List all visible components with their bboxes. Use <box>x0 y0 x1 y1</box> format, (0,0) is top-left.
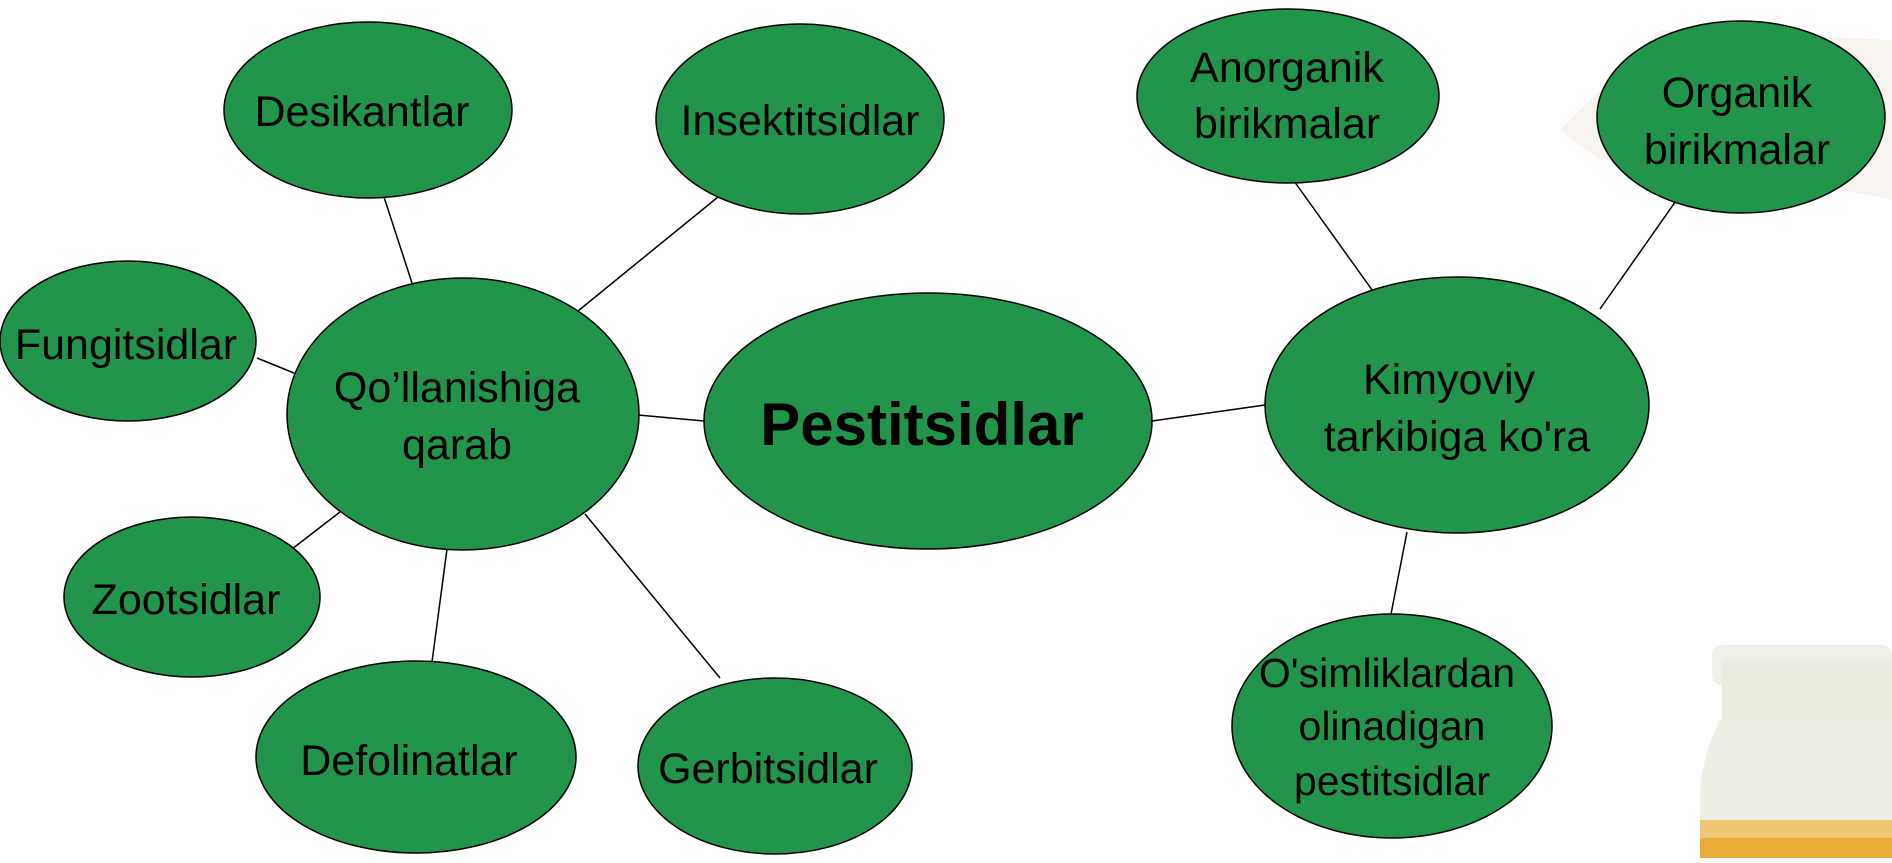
connectors <box>256 180 1679 679</box>
connector-organik <box>1599 197 1679 310</box>
leaf-node-desikantlar: Desikantlar <box>223 21 513 199</box>
branch-node-label-line1: Qo’llanishiga <box>334 364 580 412</box>
connector-defolinatlar <box>431 548 448 663</box>
leaf-node-label-line1: Organik <box>1662 69 1813 117</box>
leaf-node-osimliklardan-olinadigan-pestitsidlar: O'simliklardan olinadigan pestitsidlar <box>1231 613 1553 839</box>
leaf-node-anorganik-birikmalar: Anorganik birikmalar <box>1136 8 1440 184</box>
leaf-node-fungitsidlar: Fungitsidlar <box>0 260 257 422</box>
leaf-node-defolinatlar: Defolinatlar <box>255 660 577 854</box>
connector-desikantlar <box>383 196 413 284</box>
leaf-node-label: Defolinatlar <box>300 737 518 785</box>
branch-node-label-line2: tarkibiga ko'ra <box>1324 413 1590 461</box>
leaf-node-label: Insektitsidlar <box>681 97 920 145</box>
leaf-node-label: Gerbitsidlar <box>658 745 878 793</box>
leaf-node-label-line1: O'simliklardan <box>1259 650 1515 696</box>
center-node-label: Pestitsidlar <box>760 391 1083 458</box>
connector-fungitsidlar <box>256 357 295 374</box>
connector-gerbitsidlar <box>584 513 721 679</box>
leaf-node-label: Zootsidlar <box>92 576 281 624</box>
connector-zootsidlar <box>291 511 341 550</box>
connector-insektitsidlar <box>577 196 719 312</box>
branch-node-label-line2: qarab <box>402 421 512 469</box>
leaf-node-insektitsidlar: Insektitsidlar <box>655 23 945 215</box>
connector-osimliklardan <box>1390 531 1408 615</box>
leaf-node-organik-birikmalar: Organik birikmalar <box>1596 20 1886 214</box>
leaf-node-label-line2: birikmalar <box>1644 126 1830 174</box>
branch-node-kimyoviy-tarkibiga-kora: Kimyoviy tarkibiga ko'ra <box>1264 276 1650 534</box>
bottle-image <box>1700 645 1892 858</box>
leaf-node-zootsidlar: Zootsidlar <box>63 516 321 678</box>
connector-center-right <box>1151 404 1266 422</box>
leaf-node-gerbitsidlar: Gerbitsidlar <box>637 677 913 855</box>
leaf-node-label-line2: olinadigan <box>1299 703 1486 749</box>
center-node-pestitsidlar: Pestitsidlar <box>703 292 1153 550</box>
leaf-node-label-line1: Anorganik <box>1190 44 1384 92</box>
branch-node-label-line1: Kimyoviy <box>1363 356 1536 404</box>
leaf-node-label: Desikantlar <box>254 88 469 136</box>
leaf-node-label-line3: pestitsidlar <box>1294 758 1490 804</box>
connector-anorganik <box>1293 180 1376 295</box>
connector-center-left <box>637 414 705 422</box>
leaf-node-label-line2: birikmalar <box>1194 100 1380 148</box>
leaf-node-label: Fungitsidlar <box>15 321 237 369</box>
branch-node-qollanishiga-qarab: Qo’llanishiga qarab <box>286 277 640 551</box>
